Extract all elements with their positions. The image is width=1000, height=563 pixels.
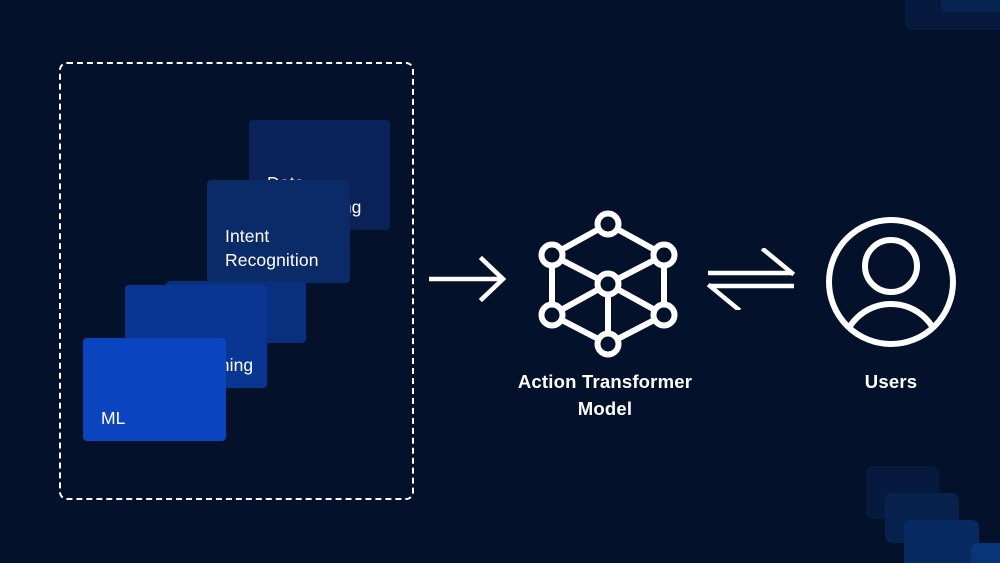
decoration-bottom-right-4 (971, 543, 1000, 563)
decoration-bottom-right-3 (904, 520, 979, 563)
decoration-top-right-2 (941, 0, 1000, 12)
model-node: Action Transformer Model (505, 203, 705, 435)
capability-card-ml: ML (83, 338, 226, 441)
capability-card-label: Intent Recognition (225, 226, 319, 270)
users-node-caption: Users (864, 371, 918, 392)
users-node: Users (800, 203, 982, 435)
network-cube-icon (538, 210, 678, 358)
capability-group-boundary (59, 62, 414, 500)
model-node-caption: Action Transformer Model (517, 371, 693, 419)
capability-card-label: ML (101, 408, 126, 428)
arrow-right-icon (429, 256, 507, 302)
arrow-bidirectional-icon (706, 248, 796, 310)
user-avatar-icon (826, 217, 956, 347)
capability-card-intent-recognition: Intent Recognition (207, 180, 350, 283)
